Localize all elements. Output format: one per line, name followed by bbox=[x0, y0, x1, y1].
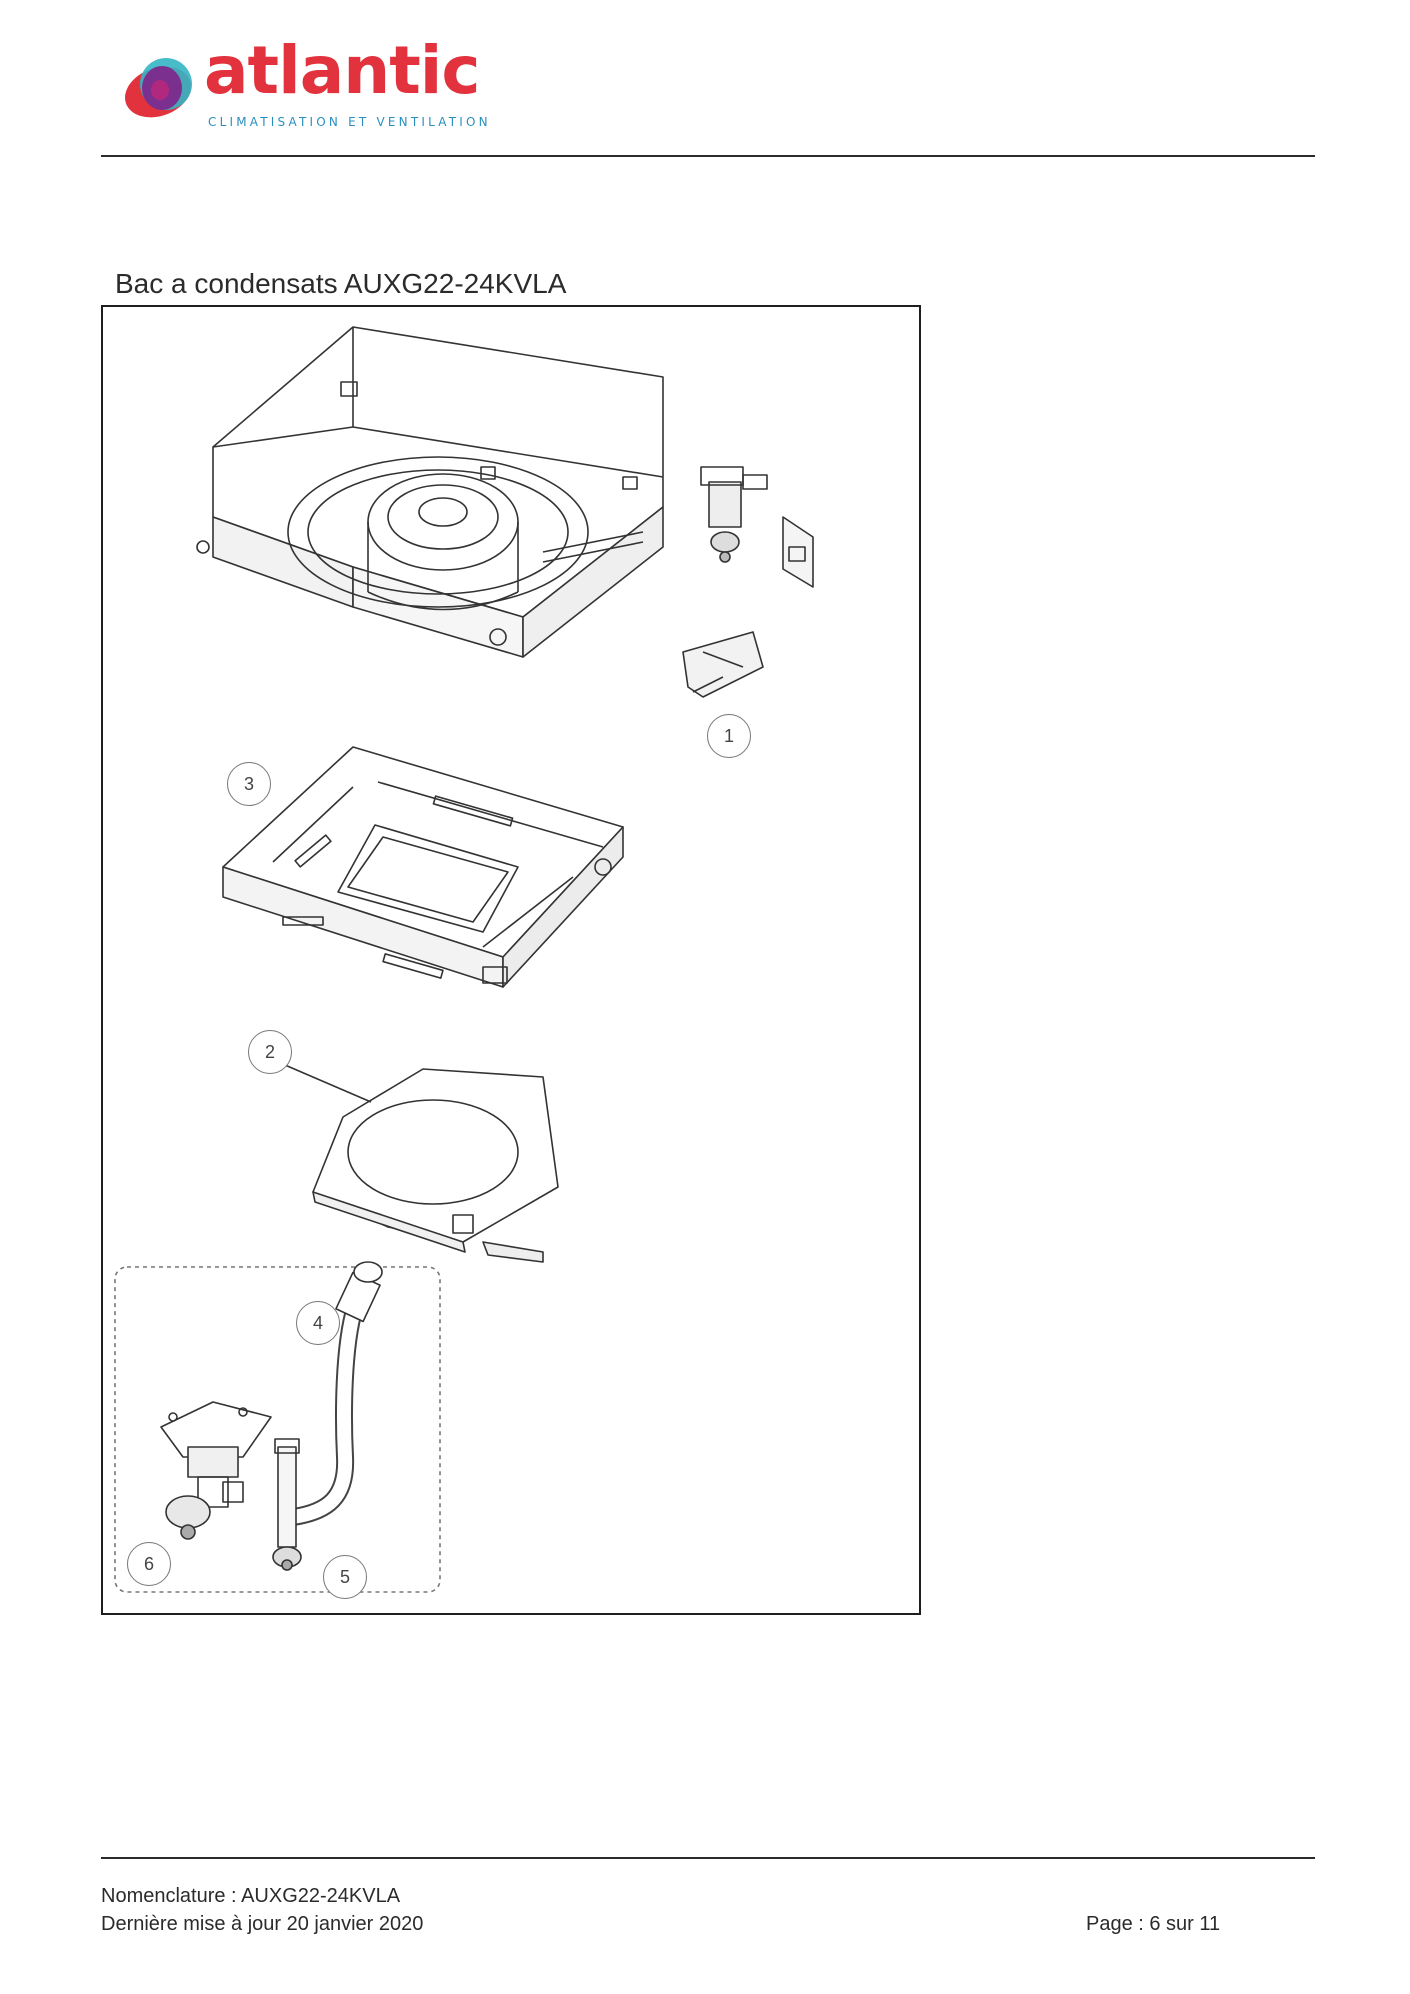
callout-1: 1 bbox=[707, 714, 751, 758]
brand-tagline: CLIMATISATION ET VENTILATION bbox=[208, 115, 491, 129]
connector-pipe-drawing bbox=[272, 1438, 302, 1571]
callout-4: 4 bbox=[296, 1301, 340, 1345]
exploded-view-figure: 1 3 2 4 6 5 bbox=[101, 305, 921, 1615]
header-divider bbox=[101, 155, 1315, 157]
footer-divider bbox=[101, 1857, 1315, 1859]
chassis-drawing bbox=[196, 326, 664, 658]
footer-last-update: Dernière mise à jour 20 janvier 2020 bbox=[101, 1913, 424, 1935]
callout-2: 2 bbox=[248, 1030, 292, 1074]
brand-logo: atlantic CLIMATISATION ET VENTILATION bbox=[122, 38, 488, 134]
bottom-cover-drawing bbox=[277, 1061, 559, 1263]
pump-assembly-drawing bbox=[160, 1401, 272, 1540]
atlantic-logo-icon bbox=[125, 58, 192, 118]
callout-3: 3 bbox=[227, 762, 271, 806]
callout-6: 6 bbox=[127, 1542, 171, 1586]
drain-hose-drawing bbox=[291, 1261, 383, 1526]
callout-5: 5 bbox=[323, 1555, 367, 1599]
brand-name: atlantic bbox=[204, 32, 481, 109]
footer-nomenclature: Nomenclature : AUXG22-24KVLA bbox=[101, 1885, 401, 1907]
pump-bracket-drawing bbox=[682, 466, 814, 698]
footer-page-number: Page : 6 sur 11 bbox=[1086, 1913, 1221, 1935]
exploded-view-drawing bbox=[114, 326, 814, 1593]
page-title: Bac a condensats AUXG22-24KVLA bbox=[115, 268, 567, 299]
drain-pan-drawing bbox=[222, 746, 624, 988]
